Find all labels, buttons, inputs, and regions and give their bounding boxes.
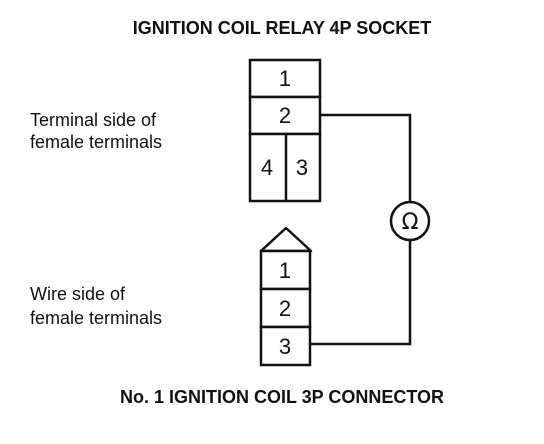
socket-side-label-line2: female terminals xyxy=(30,132,162,152)
relay-4p-socket: 1 2 4 3 xyxy=(248,58,322,203)
connector-side-label-line2: female terminals xyxy=(30,308,162,328)
socket-terminal-3-label: 3 xyxy=(296,155,308,180)
coil-3p-connector: 1 2 3 xyxy=(259,226,313,367)
socket-side-label-line1: Terminal side of xyxy=(30,110,157,130)
ohmmeter-icon: Ω xyxy=(389,200,431,242)
connector-terminal-3 xyxy=(259,325,312,367)
socket-title: IGNITION COIL RELAY 4P SOCKET xyxy=(133,18,431,38)
probe-wire-connector xyxy=(310,240,412,346)
connector-side-label-line1: Wire side of xyxy=(30,284,126,304)
connector-latch xyxy=(259,226,313,253)
socket-terminal-1-label: 1 xyxy=(279,66,291,91)
probe-wire-socket xyxy=(320,113,412,202)
socket-terminal-2-label: 2 xyxy=(279,103,291,128)
socket-terminal-4-label: 4 xyxy=(261,155,273,180)
connector-terminal-1-label: 1 xyxy=(279,258,291,283)
connector-terminal-2-label: 2 xyxy=(279,296,291,321)
ohm-symbol: Ω xyxy=(402,210,419,235)
connector-terminal-3-label: 3 xyxy=(279,334,291,359)
connector-title: No. 1 IGNITION COIL 3P CONNECTOR xyxy=(120,387,444,407)
connector-terminal-2 xyxy=(259,287,312,329)
